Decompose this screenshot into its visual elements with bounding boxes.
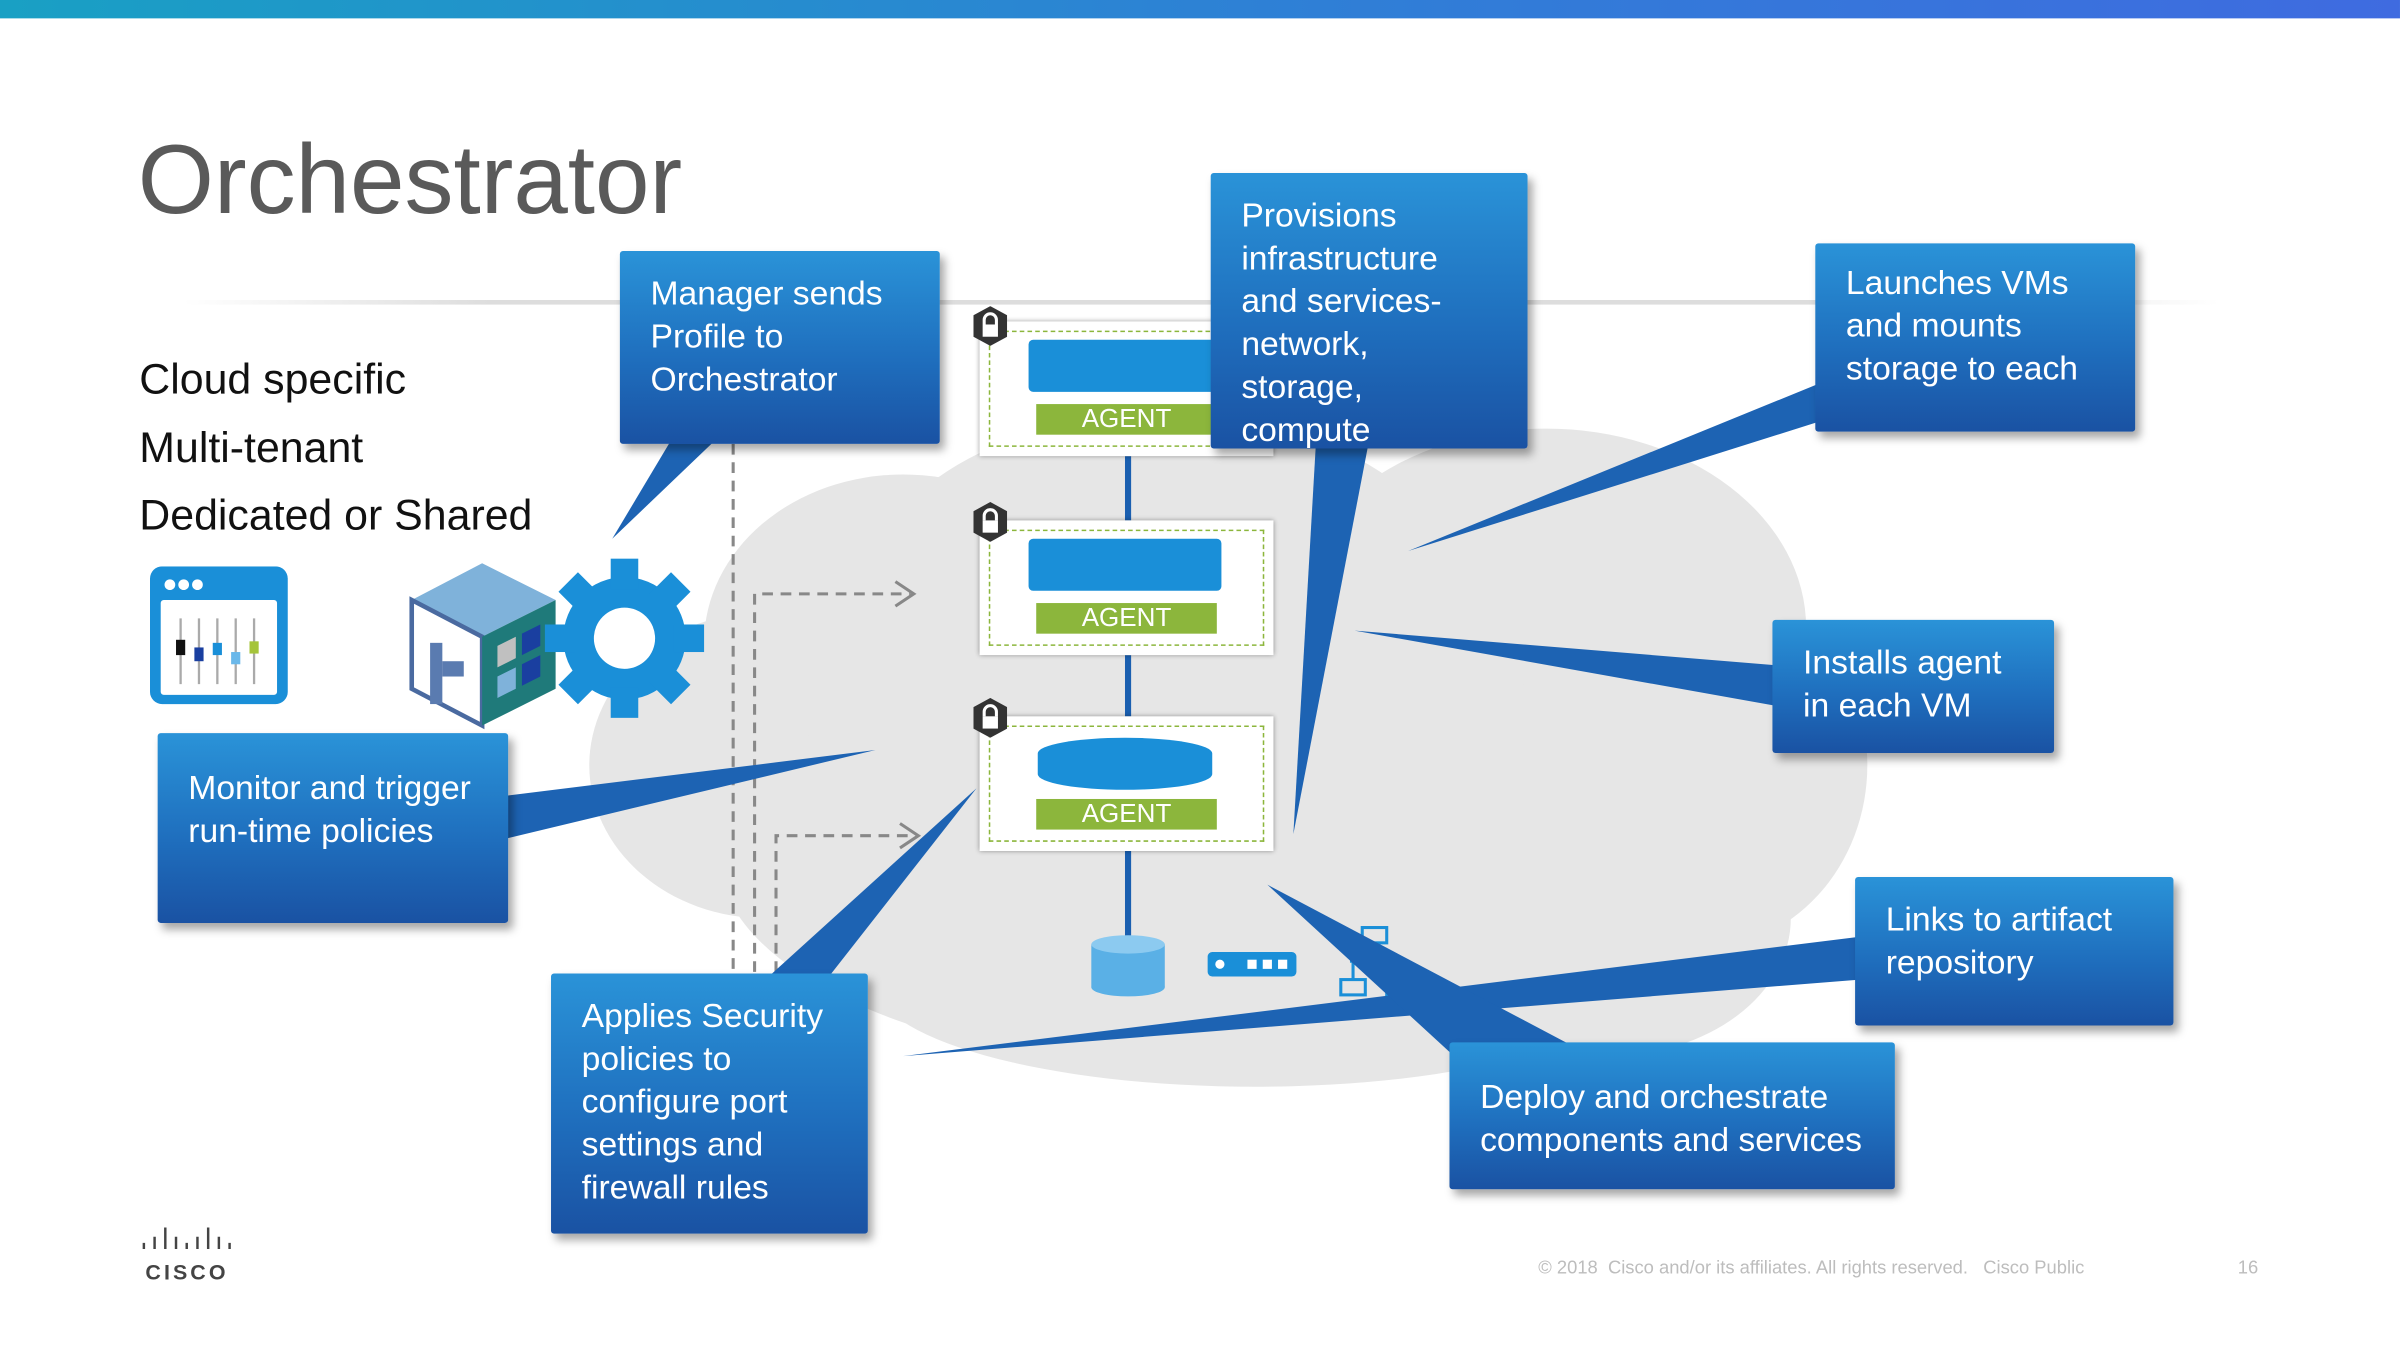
storage-cylinder bbox=[1037, 737, 1213, 790]
vm-bar bbox=[1028, 538, 1222, 591]
lock-icon bbox=[973, 306, 1008, 346]
lock-icon bbox=[973, 502, 1008, 542]
callout-launches: Launches VMs and mounts storage to each bbox=[1815, 243, 2136, 432]
callout-monitor: Monitor and trigger run-time policies bbox=[157, 733, 509, 923]
bullet-dedicated-shared: Dedicated or Shared bbox=[139, 491, 533, 539]
vm-box-2: AGENT bbox=[979, 520, 1274, 656]
bullet-cloud-specific: Cloud specific bbox=[139, 355, 407, 403]
page-title: Orchestrator bbox=[137, 123, 683, 235]
vm-bar bbox=[1028, 339, 1222, 392]
agent-label: AGENT bbox=[1036, 603, 1217, 634]
page-number: 16 bbox=[2237, 1256, 2259, 1279]
callout-deploy: Deploy and orchestrate components and se… bbox=[1449, 1042, 1895, 1190]
dashed-connectors bbox=[731, 443, 916, 980]
copyright-text: © 2018 Cisco and/or its affiliates. All … bbox=[1538, 1256, 2085, 1279]
cisco-bars-icon bbox=[142, 1227, 231, 1249]
bullet-multi-tenant: Multi-tenant bbox=[139, 423, 364, 472]
cisco-logo: CISCO bbox=[141, 1224, 233, 1284]
callout-manager: Manager sends Profile to Orchestrator bbox=[619, 251, 940, 444]
callout-applies: Applies Security policies to configure p… bbox=[551, 973, 868, 1234]
dashboard-sliders-icon bbox=[149, 566, 288, 705]
vm-box-3: AGENT bbox=[979, 716, 1274, 852]
agent-label: AGENT bbox=[1036, 798, 1217, 830]
cube-icon bbox=[409, 560, 559, 730]
database-icon bbox=[1091, 935, 1165, 997]
switch-icon bbox=[1207, 952, 1297, 977]
agent-label: AGENT bbox=[1036, 404, 1217, 435]
callout-links: Links to artifact repository bbox=[1855, 877, 2174, 1026]
cisco-wordmark: CISCO bbox=[145, 1259, 229, 1285]
callout-provisions: Provisions infrastructure and services- … bbox=[1210, 172, 1528, 449]
callout-installs: Installs agent in each VM bbox=[1772, 619, 2055, 754]
lock-icon bbox=[973, 697, 1008, 738]
gear-icon bbox=[544, 558, 705, 718]
title-divider bbox=[183, 299, 2220, 305]
top-accent-bar bbox=[0, 0, 2400, 19]
